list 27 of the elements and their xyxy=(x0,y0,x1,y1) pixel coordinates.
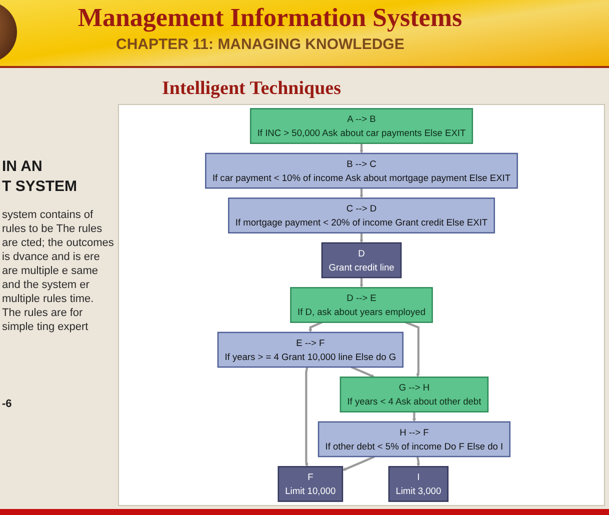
node-box xyxy=(205,152,518,189)
arrow xyxy=(342,456,376,471)
sidebar-paragraph: system contains of rules to be The rules are cted; the outcomes is dvance and is ere are multiple e same and the system er multiple rules time. The rules are for simple ting expert xyxy=(2,208,114,334)
node-box xyxy=(278,466,344,502)
sidebar-heading: IN AN xyxy=(2,158,42,175)
node-box xyxy=(290,287,433,323)
arrow xyxy=(304,366,308,467)
arrow xyxy=(360,143,364,154)
chapter-subtitle: CHAPTER 11: MANAGING KNOWLEDGE xyxy=(116,36,404,53)
diagram-panel: A --> B If INC > 50,000 Ask about car payments Else EXIT B --> C If car payment < 10% of income Ask about mortgage payment Else EXIT C --> D If mortgage payment < 20% of income Grant credit Else EXIT D Grant credit line D --> E If D, ask about years employed E --> F If years > = 4 Grant 10,000 line Else do G F Limit 10,000 G --> H If years < 4 Ask about other debt H --> F If other debt < 5% of income Do F Else do I I Limit 3,000 xyxy=(118,104,605,506)
arrow xyxy=(350,366,375,378)
node-box xyxy=(321,242,402,278)
sidebar-heading: T SYSTEM xyxy=(2,178,78,195)
node-box xyxy=(388,466,449,502)
slide-title: Management Information Systems xyxy=(76,3,464,33)
section-heading: Intelligent Techniques xyxy=(162,78,341,100)
figure-number: -6 xyxy=(2,398,12,410)
node-box xyxy=(340,376,489,412)
node-box xyxy=(228,198,495,234)
node-box xyxy=(217,332,404,368)
arrow xyxy=(360,188,364,198)
node-box xyxy=(318,421,510,458)
arrow xyxy=(308,321,322,333)
node-box xyxy=(250,108,474,144)
arrow xyxy=(416,456,420,467)
arrow xyxy=(360,278,364,288)
arrow xyxy=(405,321,420,378)
